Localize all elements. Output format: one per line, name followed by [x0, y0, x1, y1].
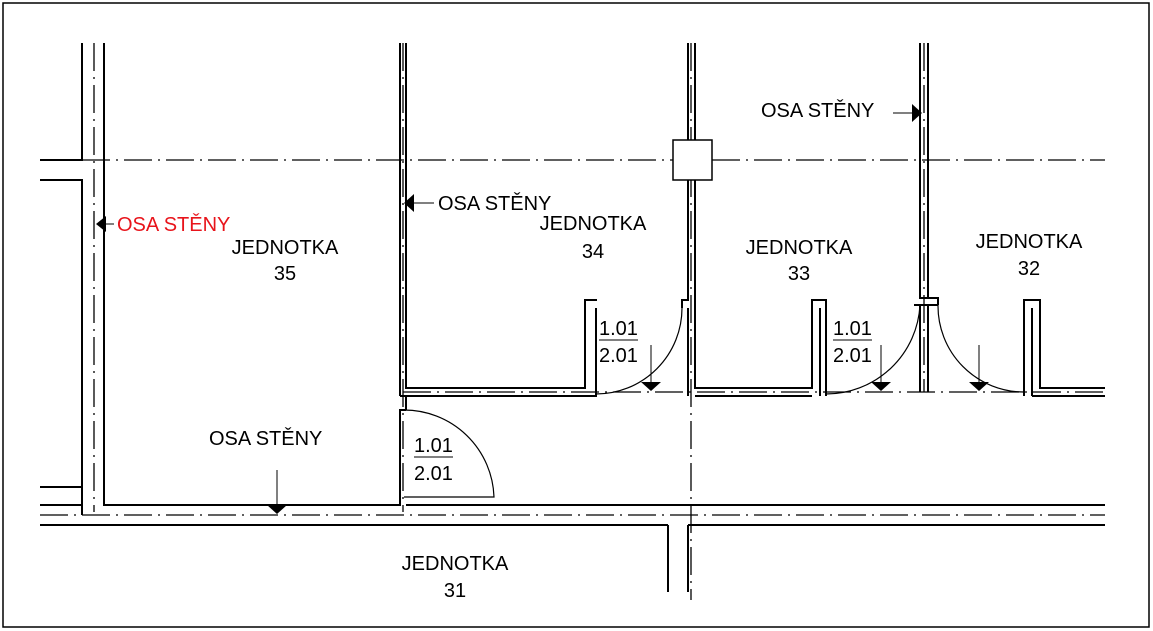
unit-number: 32 [1018, 258, 1040, 280]
walls [40, 43, 1105, 592]
unit-number: 33 [788, 263, 810, 285]
axis-lines [40, 43, 1105, 600]
unit-number: 35 [274, 263, 296, 285]
arrow-left-icon [404, 194, 434, 212]
door-height: 2.01 [599, 345, 638, 367]
arrow-down-icon [641, 345, 661, 391]
unit-name: JEDNOTKA [402, 553, 509, 575]
door-width: 1.01 [833, 318, 872, 340]
arrow-left-icon [96, 216, 114, 232]
door-tag: 1.01 2.01 [414, 435, 453, 485]
door-width: 1.01 [599, 318, 638, 340]
unit-number: 34 [582, 241, 604, 263]
door-tag: 1.01 2.01 [599, 318, 638, 367]
arrow-down-icon [969, 345, 989, 391]
arrow-right-icon [893, 104, 922, 122]
door-tag: 1.01 2.01 [833, 318, 872, 367]
wall-axis-label: OSA STĚNY [761, 99, 874, 122]
wall-axis-label: OSA STĚNY [438, 192, 551, 215]
arrow-down-icon [871, 345, 891, 391]
wall-axis-markers [96, 104, 989, 514]
door-width: 1.01 [414, 435, 453, 457]
unit-name: JEDNOTKA [540, 213, 647, 235]
wall-axis-label-highlighted: OSA STĚNY [117, 213, 230, 236]
door-swings [403, 304, 1025, 498]
unit-name: JEDNOTKA [976, 231, 1083, 253]
wall-axis-label: OSA STĚNY [209, 427, 322, 450]
unit-name: JEDNOTKA [746, 237, 853, 259]
unit-number: 31 [444, 580, 466, 602]
column [672, 139, 713, 181]
door-height: 2.01 [414, 463, 453, 485]
door-height: 2.01 [833, 345, 872, 367]
arrow-down-icon [267, 470, 287, 514]
unit-name: JEDNOTKA [232, 237, 339, 259]
